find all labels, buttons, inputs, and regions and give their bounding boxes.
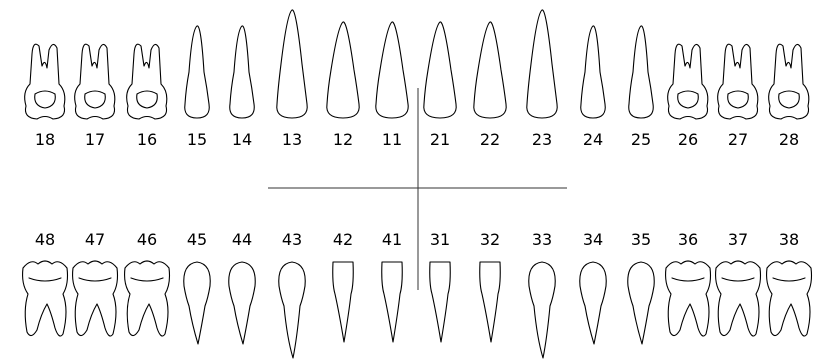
tooth-number-46: 46: [137, 230, 157, 249]
tooth-number-21: 21: [430, 130, 450, 149]
lower-tooth-41: [382, 262, 403, 342]
upper-jaw: 18 17 16 15 14 13 12 11 21 22 23 24 25 26 27 28: [25, 10, 809, 149]
tooth-number-24: 24: [583, 130, 603, 149]
tooth-number-48: 48: [35, 230, 55, 249]
upper-tooth-18: [25, 44, 65, 119]
upper-tooth-22: [474, 22, 506, 118]
upper-tooth-16: [127, 44, 167, 119]
tooth-number-18: 18: [35, 130, 55, 149]
tooth-number-22: 22: [480, 130, 500, 149]
tooth-number-12: 12: [333, 130, 353, 149]
lower-tooth-38: [767, 261, 812, 336]
tooth-number-33: 33: [532, 230, 552, 249]
upper-tooth-24: [581, 26, 606, 118]
lower-tooth-47: [73, 261, 118, 336]
tooth-number-36: 36: [678, 230, 698, 249]
tooth-number-44: 44: [232, 230, 252, 249]
lower-jaw: 48 47 46 45 44 43 42 41 31 32 33 34 35 36 37 38: [23, 230, 812, 358]
lower-tooth-42: [333, 262, 354, 342]
tooth-number-25: 25: [631, 130, 651, 149]
lower-tooth-48: [23, 261, 68, 336]
tooth-number-32: 32: [480, 230, 500, 249]
upper-tooth-12: [327, 22, 359, 118]
lower-tooth-44: [229, 262, 255, 344]
upper-tooth-13: [277, 10, 307, 118]
lower-tooth-33: [529, 262, 555, 358]
tooth-number-42: 42: [333, 230, 353, 249]
tooth-number-26: 26: [678, 130, 698, 149]
upper-tooth-11: [376, 22, 408, 118]
tooth-number-16: 16: [137, 130, 157, 149]
lower-tooth-35: [628, 262, 654, 344]
tooth-number-28: 28: [779, 130, 799, 149]
tooth-number-38: 38: [779, 230, 799, 249]
tooth-number-17: 17: [85, 130, 105, 149]
lower-tooth-34: [580, 262, 606, 344]
lower-tooth-31: [430, 262, 451, 342]
tooth-number-11: 11: [382, 130, 402, 149]
upper-tooth-25: [629, 26, 654, 118]
upper-tooth-26: [668, 44, 708, 119]
tooth-number-35: 35: [631, 230, 651, 249]
lower-tooth-36: [666, 261, 711, 336]
lower-tooth-43: [279, 262, 305, 358]
upper-tooth-21: [424, 22, 456, 118]
lower-tooth-45: [184, 262, 210, 344]
tooth-number-41: 41: [382, 230, 402, 249]
tooth-number-37: 37: [728, 230, 748, 249]
tooth-number-27: 27: [728, 130, 748, 149]
upper-tooth-14: [230, 26, 255, 118]
tooth-number-23: 23: [532, 130, 552, 149]
tooth-number-45: 45: [187, 230, 207, 249]
tooth-number-31: 31: [430, 230, 450, 249]
tooth-number-15: 15: [187, 130, 207, 149]
upper-tooth-27: [718, 44, 758, 119]
lower-tooth-46: [125, 261, 170, 336]
lower-tooth-32: [480, 262, 501, 342]
upper-tooth-23: [527, 10, 557, 118]
upper-tooth-17: [75, 44, 115, 119]
tooth-number-34: 34: [583, 230, 603, 249]
upper-tooth-28: [769, 44, 809, 119]
tooth-number-13: 13: [282, 130, 302, 149]
upper-tooth-15: [185, 26, 210, 118]
tooth-number-14: 14: [232, 130, 252, 149]
tooth-number-43: 43: [282, 230, 302, 249]
lower-tooth-37: [716, 261, 761, 336]
tooth-number-47: 47: [85, 230, 105, 249]
